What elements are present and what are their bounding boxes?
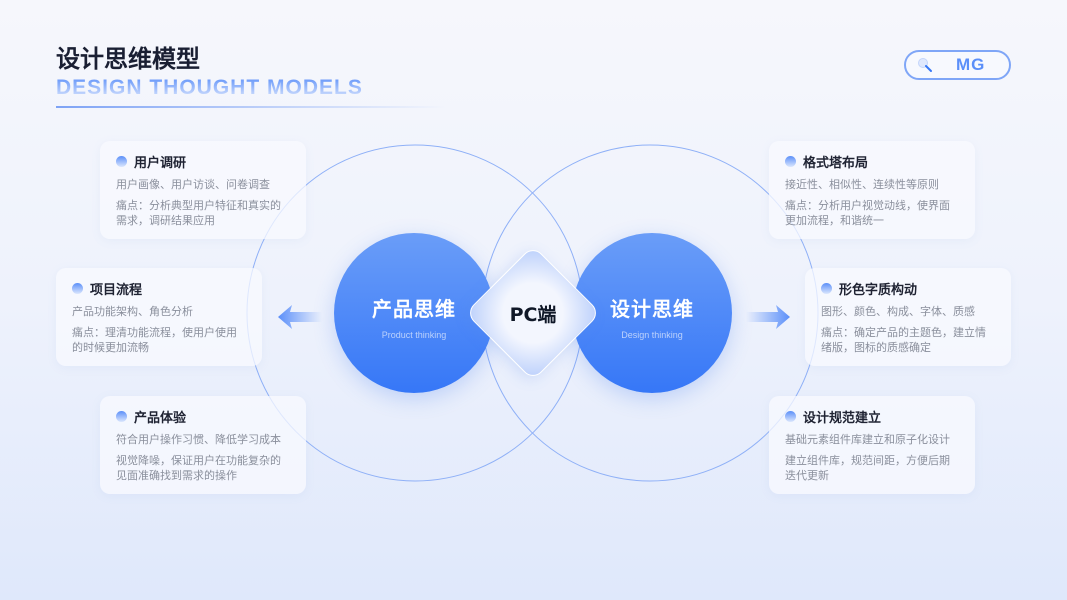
bullet-dot-icon <box>116 156 127 167</box>
card-desc: 图形、颜色、构成、字体、质感 <box>821 305 975 318</box>
product-thinking-title: 产品思维 <box>372 297 456 321</box>
design-thinking-subtitle: Design thinking <box>621 330 683 340</box>
card-desc: 接近性、相似性、连续性等原则 <box>785 178 939 191</box>
product-thinking-subtitle: Product thinking <box>381 330 447 340</box>
card-pain: 痛点：确定产品的主题色，建立情绪版，图标的质感确定 <box>821 326 986 354</box>
bullet-dot-icon <box>785 411 796 422</box>
card-title: 产品体验 <box>134 411 187 426</box>
brand-label: MG <box>956 55 986 74</box>
card-gestalt-layout: 格式塔布局 接近性、相似性、连续性等原则 痛点：分析用户视觉动线，使界面更加流程… <box>769 141 975 239</box>
bullet-dot-icon <box>785 156 796 167</box>
design-thinking-title: 设计思维 <box>610 297 694 321</box>
card-title: 格式塔布局 <box>803 156 869 171</box>
product-thinking-circle: 产品思维 Product thinking <box>334 233 494 393</box>
card-title: 设计规范建立 <box>803 411 882 426</box>
card-design-system: 设计规范建立 基础元素组件库建立和原子化设计 建立组件库，规范间距，方便后期迭代… <box>769 396 975 494</box>
card-pain: 痛点：理清功能流程，使用户使用的时候更加流畅 <box>72 326 237 354</box>
page-subtitle: DESIGN THOUGHT MODELS <box>56 76 363 99</box>
card-title: 形色字质构动 <box>839 283 918 298</box>
brand-badge: MG <box>904 50 1011 80</box>
bullet-dot-icon <box>72 283 83 294</box>
card-user-research: 用户调研 用户画像、用户访谈、问卷调查 痛点：分析典型用户特征和真实的需求，调研… <box>100 141 306 239</box>
search-icon <box>918 58 932 72</box>
title-divider <box>56 106 446 108</box>
page-title: 设计思维模型 <box>56 45 200 73</box>
card-desc: 基础元素组件库建立和原子化设计 <box>785 433 950 446</box>
card-desc: 符合用户操作习惯、降低学习成本 <box>116 433 281 446</box>
card-pain: 视觉降噪，保证用户在功能复杂的见面准确找到需求的操作 <box>116 454 281 482</box>
arrow-left-icon <box>278 305 322 329</box>
bullet-dot-icon <box>116 411 127 422</box>
pc-label: PC端 <box>509 304 557 326</box>
card-product-experience: 产品体验 符合用户操作习惯、降低学习成本 视觉降噪，保证用户在功能复杂的见面准确… <box>100 396 306 494</box>
card-desc: 用户画像、用户访谈、问卷调查 <box>116 178 270 191</box>
card-pain: 痛点：分析典型用户特征和真实的需求，调研结果应用 <box>116 199 281 227</box>
card-desc: 产品功能架构、角色分析 <box>72 305 193 318</box>
arrow-right-icon <box>746 305 790 329</box>
bullet-dot-icon <box>821 283 832 294</box>
card-project-flow: 项目流程 产品功能架构、角色分析 痛点：理清功能流程，使用户使用的时候更加流畅 <box>56 268 262 366</box>
card-title: 项目流程 <box>90 283 143 298</box>
card-pain: 建立组件库，规范间距，方便后期迭代更新 <box>785 454 950 482</box>
card-pain: 痛点：分析用户视觉动线，使界面更加流程，和谐统一 <box>785 199 950 227</box>
card-visual-elements: 形色字质构动 图形、颜色、构成、字体、质感 痛点：确定产品的主题色，建立情绪版，… <box>805 268 1011 366</box>
card-title: 用户调研 <box>134 156 187 171</box>
design-thinking-circle: 设计思维 Design thinking <box>572 233 732 393</box>
